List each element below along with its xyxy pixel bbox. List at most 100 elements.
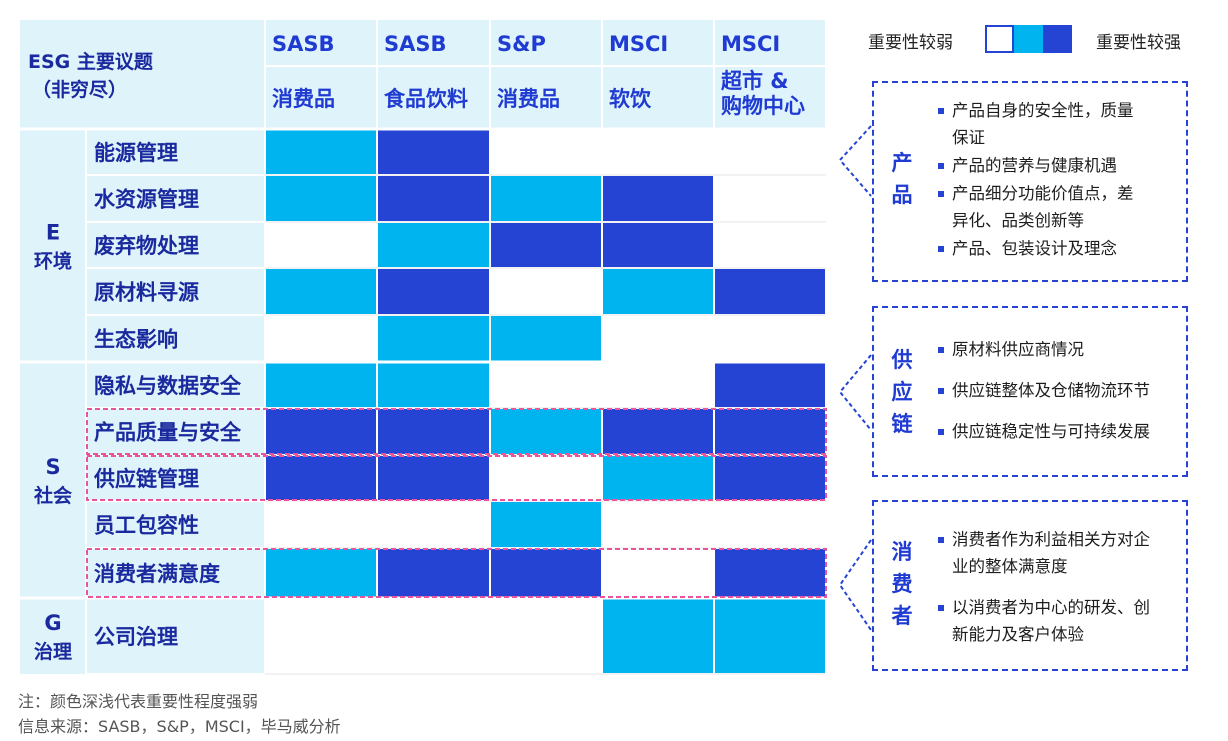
matrix-cell (714, 501, 826, 548)
matrix-cell (602, 598, 714, 674)
panel-bullet-text: 产品自身的安全性，质量 (952, 101, 1134, 120)
header-sector-cell (490, 66, 602, 129)
header-org-cell (377, 20, 490, 66)
matrix-cell (377, 455, 490, 501)
row-highlight-box (86, 455, 827, 501)
matrix-cell (265, 268, 377, 315)
matrix-cell (265, 455, 377, 501)
column-org-label: SASB (384, 32, 447, 56)
row-label: 生态影响 (94, 328, 178, 352)
row-label-cell (86, 129, 265, 175)
matrix-cell (602, 315, 714, 362)
matrix-cell (714, 268, 826, 315)
group-cell (20, 598, 86, 674)
row-label: 消费者满意度 (94, 562, 220, 586)
matrix-cell (265, 548, 377, 598)
header-org-cell (265, 20, 377, 66)
matrix-cell (377, 362, 490, 408)
matrix-cell (490, 501, 602, 548)
panel-supply-chain-title: 供应链 (888, 344, 916, 440)
matrix-cell (490, 129, 602, 175)
row-label: 废弃物处理 (94, 234, 199, 258)
header-org-cell (490, 20, 602, 66)
panel-title-char: 消 (891, 540, 913, 564)
panel-bullet-text: 产品的营养与健康机遇 (952, 156, 1117, 175)
panel-bullet-text: 供应链整体及仓储物流环节 (952, 381, 1150, 400)
column-org-label: SASB (272, 32, 335, 56)
matrix-cell (490, 598, 602, 674)
legend-swatch-medium (1014, 25, 1043, 53)
matrix-cell (265, 222, 377, 268)
matrix-cell (265, 315, 377, 362)
panel-bullet-item: 以消费者为中心的研发、创新能力及客户体验 (938, 594, 1178, 648)
legend-swatch-weak (985, 25, 1014, 53)
panel-title-char: 应 (891, 380, 913, 404)
matrix-cell (714, 222, 826, 268)
matrix-cell (265, 129, 377, 175)
matrix-cell (377, 268, 490, 315)
panel-bullet-item: 原材料供应商情况 (938, 336, 1178, 363)
matrix-cell (265, 408, 377, 455)
panel-bullet-item: 产品的营养与健康机遇 (938, 152, 1178, 179)
row-label: 产品质量与安全 (94, 421, 242, 445)
panel-supply-chain: 供应链 原材料供应商情况供应链整体及仓储物流环节供应链稳定性与可持续发展 (872, 306, 1188, 477)
panel-title-char: 产 (891, 151, 913, 175)
panel-bullet-item: 供应链稳定性与可持续发展 (938, 418, 1178, 445)
matrix-cell (490, 455, 602, 501)
group-name: 治理 (34, 640, 72, 663)
row-label-cell (86, 362, 265, 408)
column-sector-label: 超市 & (721, 69, 789, 93)
panel-title-char: 费 (891, 572, 913, 596)
matrix-cell (714, 129, 826, 175)
panel-bullet-text: 以消费者为中心的研发、创 (952, 598, 1150, 617)
row-label-cell (86, 268, 265, 315)
matrix-cell (714, 175, 826, 222)
corner-title: ESG 主要议题 (28, 51, 153, 73)
matrix-cell (490, 175, 602, 222)
group-letter: S (45, 455, 60, 479)
row-label: 水资源管理 (94, 188, 199, 212)
panel-bullet-text: 新能力及客户体验 (952, 625, 1084, 644)
group-name: 环境 (34, 250, 72, 273)
matrix-cell (714, 455, 826, 501)
matrix-cell (490, 408, 602, 455)
matrix-cell (602, 362, 714, 408)
matrix-cell (714, 548, 826, 598)
connector-consumer (838, 539, 872, 631)
header-org-cell (714, 20, 826, 66)
panel-bullet-text: 保证 (952, 128, 985, 147)
panel-bullet-text: 原材料供应商情况 (952, 340, 1084, 359)
matrix-cell (377, 222, 490, 268)
group-letter: E (46, 221, 60, 245)
column-org-label: MSCI (609, 32, 668, 56)
panel-bullet-item: 产品、包装设计及理念 (938, 235, 1178, 262)
matrix-cell (714, 315, 826, 362)
panel-consumer: 消费者 消费者作为利益相关方对企业的整体满意度以消费者为中心的研发、创新能力及客… (872, 500, 1188, 671)
row-label: 能源管理 (94, 141, 178, 165)
panel-product-title: 产品 (888, 147, 916, 211)
header-sector-cell (265, 66, 377, 129)
panel-bullet-text: 产品细分功能价值点，差 (952, 184, 1134, 203)
panel-title-char: 供 (891, 348, 913, 372)
matrix-cell (602, 268, 714, 315)
row-label-cell (86, 222, 265, 268)
matrix-cell (490, 222, 602, 268)
matrix-cell (714, 598, 826, 674)
panel-title-char: 链 (891, 412, 913, 436)
column-org-label: MSCI (721, 32, 780, 56)
matrix-cell (377, 408, 490, 455)
row-label: 供应链管理 (93, 467, 199, 491)
matrix-cell (490, 268, 602, 315)
header-sector-cell (714, 66, 826, 129)
row-label-cell (86, 315, 265, 362)
column-sector-label: 软饮 (609, 87, 652, 111)
panel-bullet-text: 异化、品类创新等 (952, 211, 1084, 230)
panel-bullet-item: 产品自身的安全性，质量保证 (938, 97, 1178, 151)
row-label-cell (86, 455, 265, 501)
matrix-cell (602, 501, 714, 548)
panel-consumer-title: 消费者 (888, 536, 916, 632)
note-text: 注：颜色深浅代表重要性程度强弱 (18, 692, 259, 711)
legend-weak-label: 重要性较弱 (868, 33, 953, 53)
matrix-cell (490, 548, 602, 598)
group-letter: G (44, 611, 61, 635)
